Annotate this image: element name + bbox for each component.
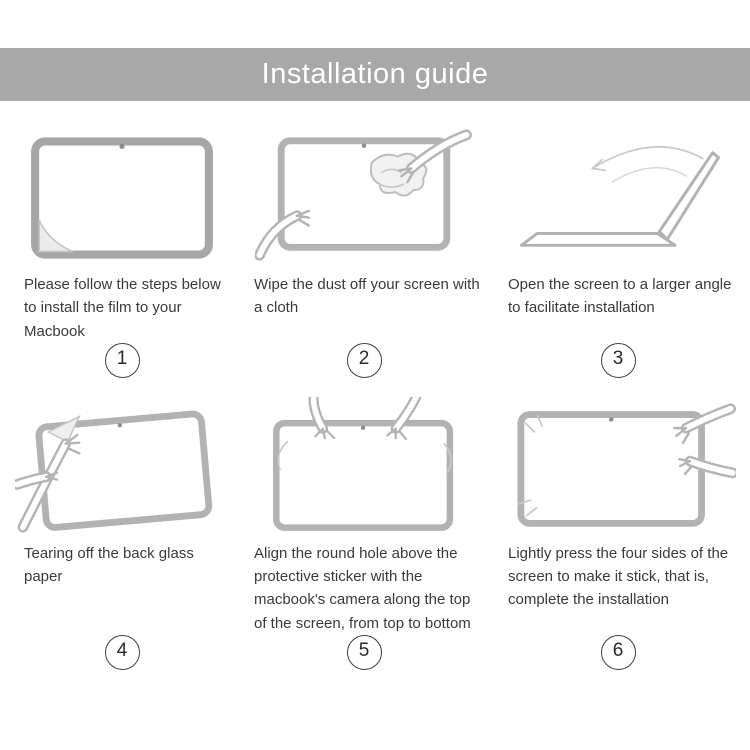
step-number-badge: 2 bbox=[346, 342, 382, 378]
step-caption: Lightly press the four sides of the scre… bbox=[508, 544, 729, 609]
hands-tearing-back-paper-icon bbox=[15, 410, 213, 533]
step-number-badge: 6 bbox=[600, 634, 636, 670]
step-cell-3: Open the screen to a larger angle to fac… bbox=[492, 127, 744, 382]
step-number-badge: 3 bbox=[600, 342, 636, 378]
header-bar: Installation guide bbox=[0, 48, 750, 101]
step-cell-4: Tearing off the back glass paper 4 bbox=[8, 396, 236, 674]
hands-wiping-screen-with-cloth-icon bbox=[255, 129, 472, 261]
step-cell-1: Please follow the steps below to install… bbox=[8, 127, 236, 382]
step-caption: Wipe the dust off your screen with a clo… bbox=[254, 276, 480, 317]
step-caption: Open the screen to a larger angle to fac… bbox=[508, 276, 732, 317]
hands-aligning-film-on-screen-icon bbox=[273, 396, 454, 531]
laptop-opened-wide-angle-icon bbox=[519, 145, 721, 247]
hands-pressing-screen-edges-icon bbox=[517, 403, 736, 527]
steps-grid: Please follow the steps below to install… bbox=[0, 101, 750, 674]
page-title: Installation guide bbox=[261, 58, 489, 90]
step-caption: Tearing off the back glass paper bbox=[24, 544, 194, 585]
step-caption: Align the round hole above the protectiv… bbox=[254, 544, 471, 632]
step-cell-6: Lightly press the four sides of the scre… bbox=[492, 396, 744, 674]
step-caption: Please follow the steps below to install… bbox=[24, 276, 221, 340]
step-cell-2: Wipe the dust off your screen with a clo… bbox=[238, 127, 490, 382]
step-number-badge: 5 bbox=[346, 634, 382, 670]
step-number-badge: 4 bbox=[104, 634, 140, 670]
screen-with-peeling-film-icon bbox=[31, 137, 213, 259]
step-cell-5: Align the round hole above the protectiv… bbox=[238, 396, 490, 674]
step-number-badge: 1 bbox=[104, 342, 140, 378]
